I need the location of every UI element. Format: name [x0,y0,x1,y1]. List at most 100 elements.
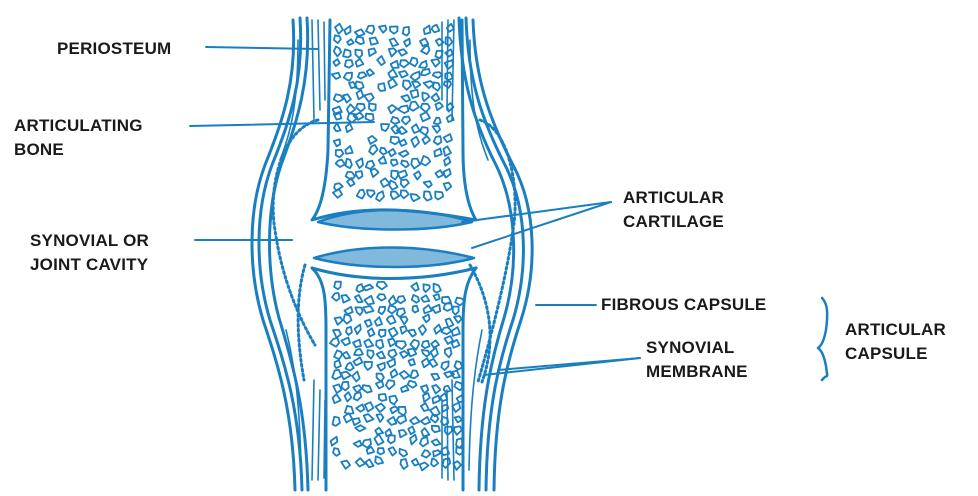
bone-cell [380,148,387,155]
bone-cell [431,59,440,67]
bone-cell [388,79,397,89]
bone-cell [432,426,440,433]
bone-cell [333,394,341,403]
bone-cell [432,305,440,313]
bone-cell [410,58,418,67]
bone-cell [431,374,439,380]
articular-capsule-brace [818,298,827,380]
bone-cell [362,439,371,448]
bone-cell [355,50,362,58]
bone-cell [389,149,396,156]
label-joint-cavity: SYNOVIAL OR JOINT CAVITY [30,229,149,277]
bone-cell [333,59,340,66]
bone-cell [333,330,341,338]
bone-cell [422,341,430,348]
bone-cell [355,307,362,315]
bone-cell [390,27,398,34]
bone-cell [369,104,376,111]
bone-cell [389,447,397,455]
bone-cell [367,69,374,76]
bone-cell [363,385,372,393]
bone-cell [354,349,363,356]
bone-cell [341,461,350,469]
bone-cell [396,341,406,349]
bone-cell [454,426,462,435]
bone-cell [333,189,342,198]
bone-cell [452,327,460,336]
bone-cell [381,124,389,131]
bone-cell [423,314,430,322]
bone-cell [431,458,438,466]
bone-cell [399,71,408,78]
bone-cell [401,190,409,198]
bone-cell [397,308,405,317]
bone-cell [410,370,418,378]
bone-cell [411,72,420,81]
bone-cell [421,104,430,112]
bone-cell [388,350,396,359]
bone-cell [371,169,379,178]
bone-cell [377,351,385,358]
bone-cell [388,305,397,313]
bone-cell [391,171,398,180]
bone-cell [333,417,340,426]
bone-cell [400,351,409,358]
bone-cell [400,139,407,146]
bone-cell [444,157,450,166]
bone-cell [345,159,352,168]
bone-cell [391,137,400,145]
bone-cell [454,316,462,323]
bone-cell [352,372,359,382]
bone-cell [355,29,365,36]
bone-cell [444,303,453,311]
bone-cell [341,382,348,391]
bone-cell [420,437,428,446]
bone-cell [432,25,440,33]
label-articular-capsule-line1: ARTICULAR [845,318,946,342]
bone-cell [344,73,352,81]
bone-cell [336,150,344,157]
label-joint-cavity-line2: JOINT CAVITY [30,253,149,277]
bone-cell [391,192,400,200]
bone-cell [400,60,409,67]
bone-cell [336,160,345,167]
bone-cell [441,417,448,426]
bone-cell [433,395,440,403]
bone-cell [399,430,407,437]
bone-cell [365,459,373,467]
bone-cell [358,72,367,78]
bone-cell [379,394,387,401]
bone-cell [389,296,397,306]
bone-cell [379,330,386,337]
bone-cell [419,325,426,335]
bone-cell [377,374,384,382]
bone-cell [422,428,430,436]
bone-cell [409,102,419,111]
bone-cell [408,427,415,435]
bone-cell [379,156,387,163]
bone-cell [366,161,375,169]
bone-cell [401,161,409,168]
bone-cell [376,381,384,389]
bone-cell [397,296,405,303]
label-fibrous-capsule: FIBROUS CAPSULE [601,293,766,317]
bone-cell [375,317,382,326]
bone-cell [421,295,429,302]
bone-cell [334,350,342,359]
bone-cell [399,407,406,416]
bone-cell [378,83,385,91]
bone-cell [429,359,437,367]
bone-cell [433,126,441,133]
bone-cell [375,456,383,464]
bone-cell [404,39,410,47]
bone-cell [365,320,372,327]
bone-cell [434,136,442,145]
bone-cell [452,403,460,413]
bone-cell [364,296,374,305]
bone-cell [354,392,362,400]
bone-cell [364,339,373,347]
bone-cell [457,395,464,402]
bone-cell [375,428,383,435]
bone-cell [330,338,339,347]
bone-cell [387,359,395,368]
